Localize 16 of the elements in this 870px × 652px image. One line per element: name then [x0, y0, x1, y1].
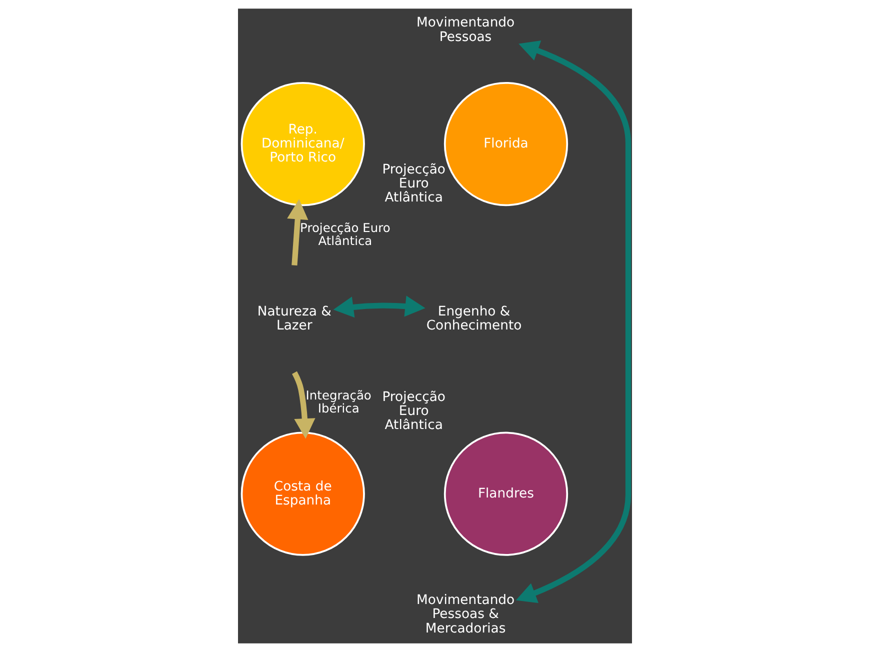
node-text: Movimentando Pessoas & Mercadorias — [416, 593, 515, 636]
node-circle: Costa de Espanha — [240, 432, 365, 556]
node-text: Engenho & Conhecimento — [426, 304, 522, 334]
node-text: Natureza & Lazer — [257, 304, 332, 334]
node-circle: Flandres — [444, 432, 568, 556]
node-label: Projecção Euro Atlântica — [382, 390, 446, 434]
edge-label: Projecção Euro Atlântica — [300, 220, 390, 248]
node-circle: Rep. Dominicana/ Porto Rico — [240, 82, 365, 206]
node-text: Movimentando Pessoas — [416, 16, 515, 45]
arrow — [292, 371, 316, 439]
edge-label: Integração Ibérica — [306, 388, 372, 416]
node-circle: Florida — [444, 82, 568, 206]
node-label: Projecção Euro Atlântica — [382, 162, 446, 206]
arrow — [333, 296, 426, 318]
arrow — [516, 40, 632, 604]
arrow — [287, 199, 308, 266]
